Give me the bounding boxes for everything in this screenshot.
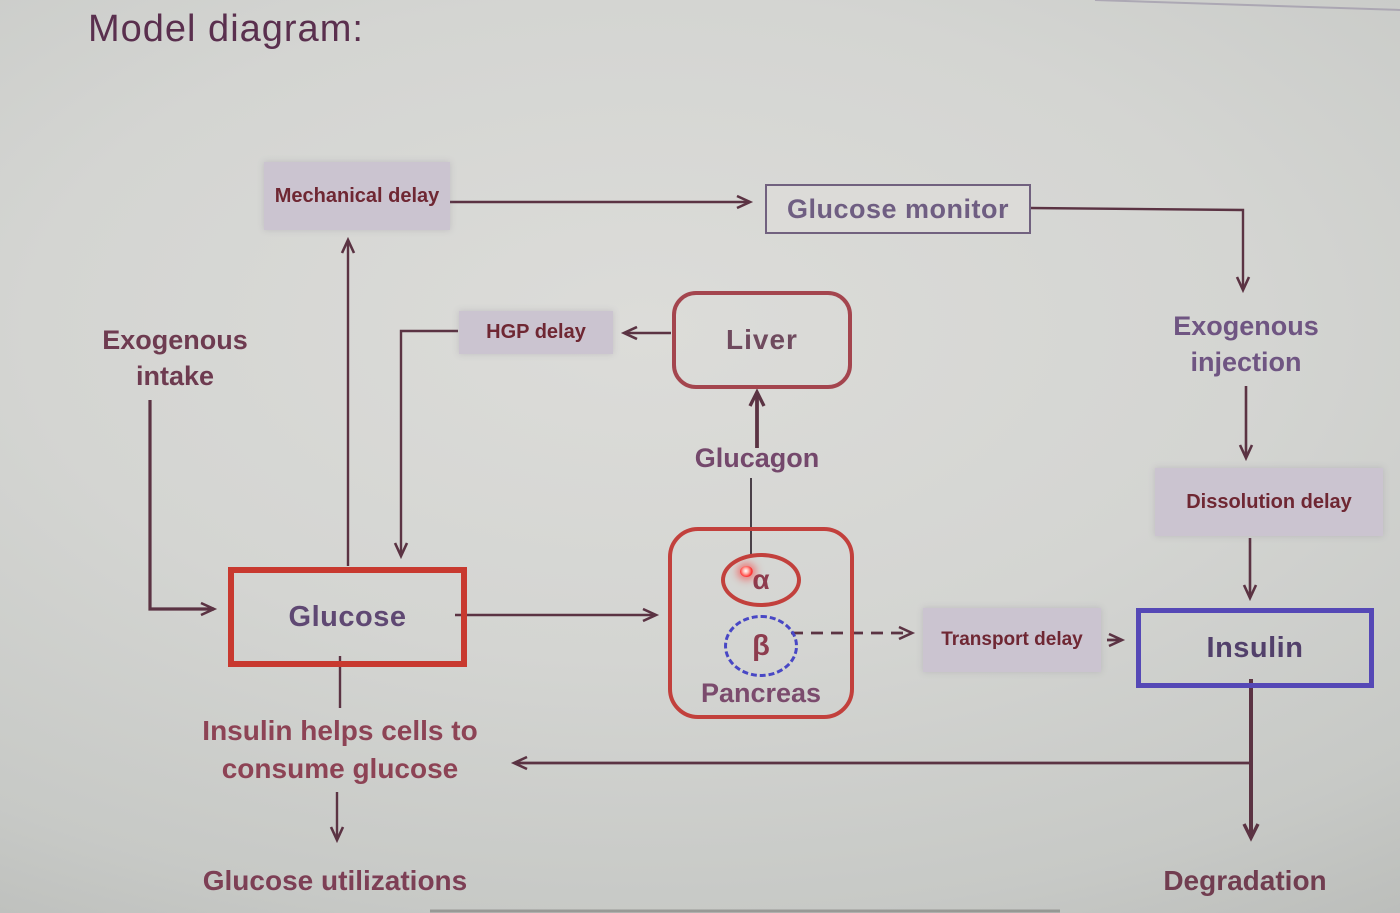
label-glucagon: Glucagon (694, 443, 820, 473)
beta-cell-label: β (752, 629, 770, 662)
label-insulin-helps-cells: Insulin helps cells to consume glucose (202, 715, 478, 784)
box-transport-delay: Transport delay (923, 608, 1101, 672)
label-exogenous-injection: Exogenous injection (1173, 311, 1319, 378)
laser-pointer-dot (740, 566, 753, 577)
box-insulin: Insulin (1136, 608, 1374, 688)
label-glucose-utilizations: Glucose utilizations (202, 865, 468, 896)
box-glucose-monitor: Glucose monitor (765, 184, 1031, 234)
box-pancreas: α β Pancreas (668, 527, 854, 719)
box-glucose: Glucose (228, 567, 467, 667)
page-title: Model diagram: (88, 8, 364, 50)
arrow-intake-to-glucose (148, 400, 218, 617)
alpha-cell-label: α (752, 564, 770, 595)
pancreas-label: Pancreas (700, 678, 822, 708)
box-hgp-delay: HGP delay (459, 311, 613, 354)
arrow-monitor-to-injection (1028, 206, 1251, 294)
arrow-hgp-to-glucose (393, 329, 458, 560)
label-degradation: Degradation (1163, 865, 1327, 896)
alpha-cell: α (721, 553, 801, 607)
screen-edge-line (1094, 0, 1400, 11)
box-liver: Liver (672, 291, 852, 389)
label-exogenous-intake: Exogenous intake (102, 325, 248, 392)
beta-cell: β (724, 615, 798, 677)
box-dissolution-delay: Dissolution delay (1155, 468, 1383, 536)
box-mechanical-delay: Mechanical delay (264, 162, 450, 230)
